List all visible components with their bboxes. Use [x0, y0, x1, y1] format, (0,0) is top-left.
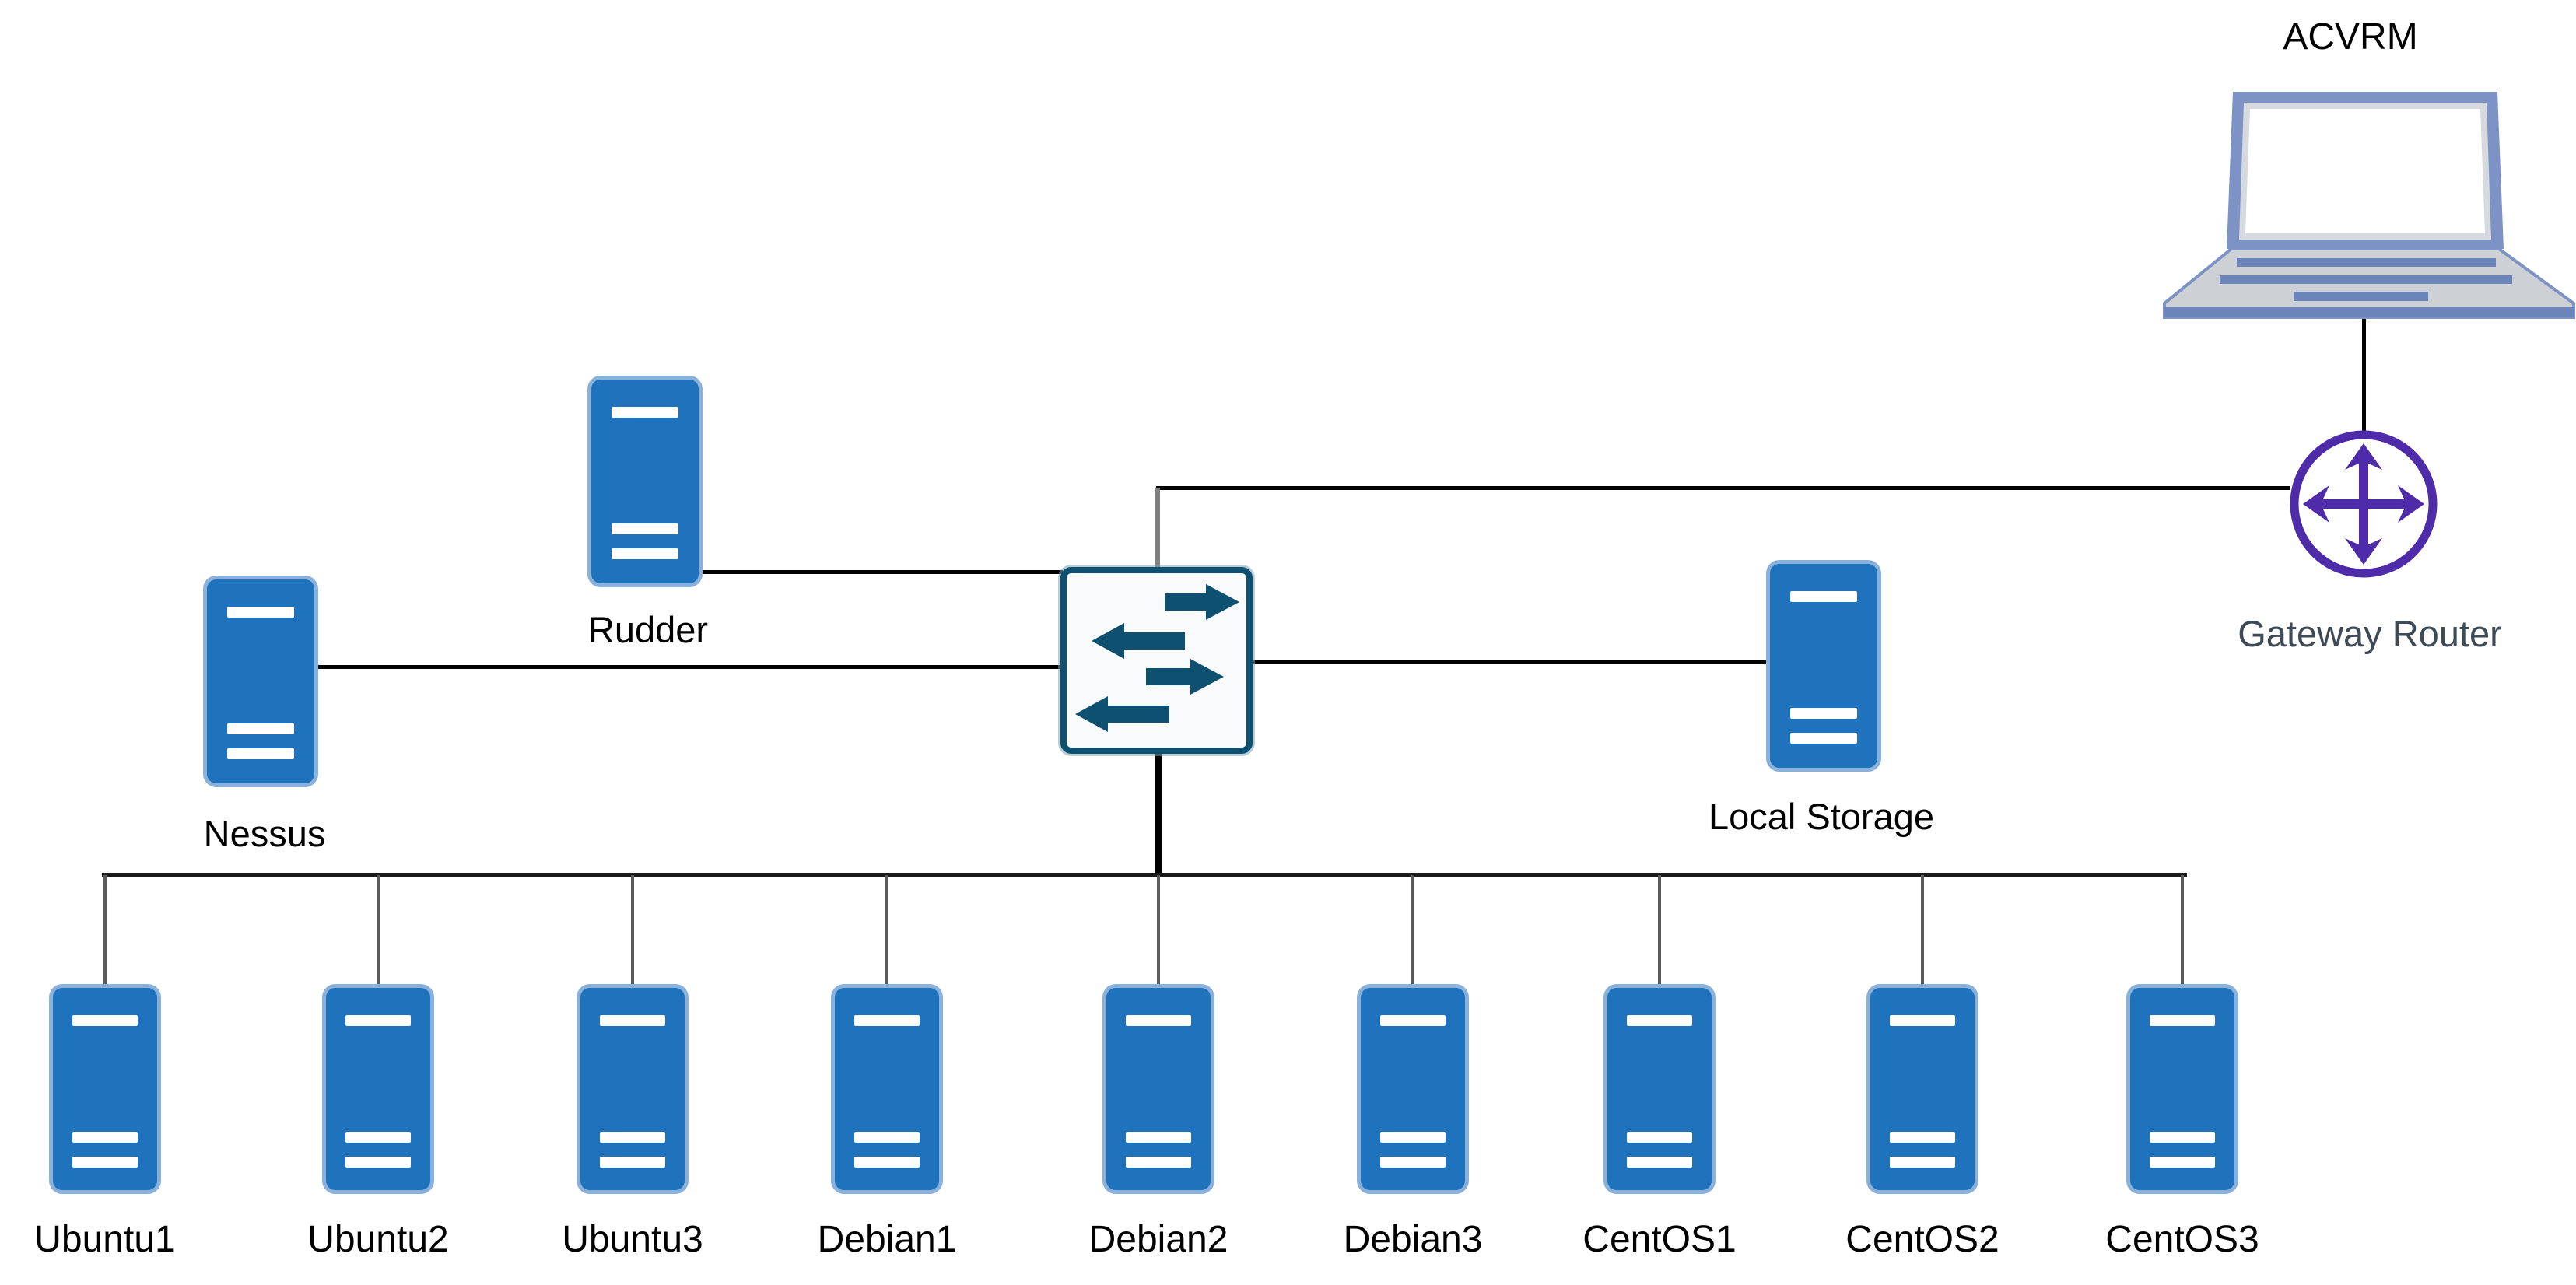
centos3-label: CentOS3	[2105, 1219, 2259, 1260]
bus-drop-centos1	[1658, 875, 1661, 989]
bus-drop-ubuntu2	[377, 875, 380, 989]
centos2-label: CentOS2	[1845, 1219, 1999, 1260]
node-ubuntu2[interactable]	[326, 988, 430, 1190]
edge-nessus-switch	[310, 665, 1063, 669]
ubuntu2-label: Ubuntu2	[307, 1219, 449, 1260]
switch-icon	[1075, 584, 1239, 732]
bus-drop-debian1	[885, 875, 888, 989]
edge-router-switch-h	[1156, 486, 2290, 490]
server-icon	[1890, 1015, 1955, 1026]
node-centos1[interactable]	[1607, 988, 1712, 1190]
local-storage-label: Local Storage	[1708, 796, 1935, 837]
server-icon	[854, 1015, 920, 1026]
gateway-router-label: Gateway Router	[2238, 613, 2502, 654]
server-icon	[227, 607, 294, 618]
node-ubuntu1[interactable]	[53, 988, 157, 1190]
bus-drop-ubuntu1	[103, 875, 107, 989]
node-centos2[interactable]	[1870, 988, 1975, 1190]
node-switch[interactable]	[1060, 567, 1253, 754]
server-icon	[345, 1015, 411, 1026]
node-ubuntu3[interactable]	[580, 988, 685, 1190]
node-local-storage[interactable]	[1770, 564, 1877, 768]
bus-line	[102, 873, 2187, 877]
ubuntu1-label: Ubuntu1	[34, 1219, 176, 1260]
bus-drop-ubuntu3	[631, 875, 634, 989]
server-icon	[1380, 1015, 1446, 1026]
bus-drop-centos2	[1921, 875, 1924, 989]
router-icon	[2290, 430, 2438, 578]
centos1-label: CentOS1	[1582, 1219, 1737, 1260]
server-icon	[1790, 591, 1857, 602]
node-nessus[interactable]	[207, 579, 314, 783]
edge-router-switch-v	[1155, 488, 1160, 569]
node-debian3[interactable]	[1361, 988, 1465, 1190]
server-icon	[1627, 1015, 1692, 1026]
server-icon	[1126, 1015, 1191, 1026]
node-rudder[interactable]	[591, 380, 699, 583]
acvrm-label: ACVRM	[2283, 16, 2418, 58]
bus-drop-debian2	[1157, 875, 1160, 989]
debian2-label: Debian2	[1088, 1219, 1228, 1260]
laptop-icon	[2163, 92, 2575, 319]
nessus-label: Nessus	[203, 813, 326, 854]
node-centos3[interactable]	[2130, 988, 2234, 1190]
server-icon	[600, 1015, 665, 1026]
rudder-label: Rudder	[587, 609, 709, 650]
server-icon	[2150, 1015, 2215, 1026]
server-icon	[72, 1015, 138, 1026]
edge-acvrm-router	[2362, 317, 2366, 431]
bus-drop-centos3	[2181, 875, 2184, 989]
node-gateway-router[interactable]	[2286, 426, 2441, 582]
ubuntu3-label: Ubuntu3	[562, 1219, 703, 1260]
edge-switch-bus	[1155, 751, 1162, 876]
node-acvrm[interactable]	[2163, 92, 2575, 319]
debian3-label: Debian3	[1343, 1219, 1483, 1260]
server-icon	[612, 407, 678, 418]
node-debian2[interactable]	[1106, 988, 1211, 1190]
edge-rudder-switch	[697, 570, 1063, 574]
edge-switch-storage	[1251, 660, 1772, 664]
debian1-label: Debian1	[817, 1219, 957, 1260]
node-debian1[interactable]	[835, 988, 939, 1190]
bus-drop-debian3	[1411, 875, 1414, 989]
